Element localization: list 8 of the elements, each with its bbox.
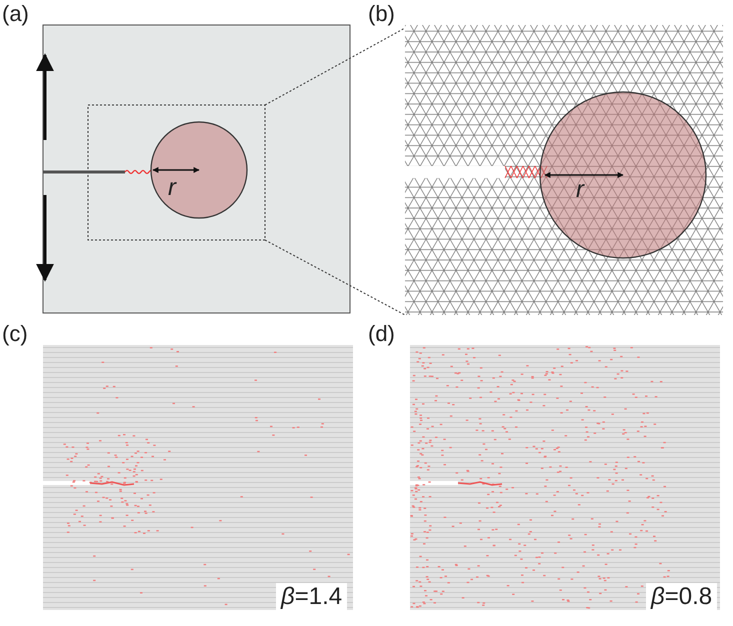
radius-label: r (576, 178, 584, 202)
panel-label: (c) (2, 323, 28, 345)
panel-label: (d) (368, 323, 395, 345)
parameter-label: β=1.4 (276, 583, 348, 611)
radius-label: r (168, 176, 176, 200)
panel-label: (a) (2, 3, 29, 25)
panel-label: (b) (368, 3, 395, 25)
parameter-label: β=0.8 (646, 583, 718, 611)
